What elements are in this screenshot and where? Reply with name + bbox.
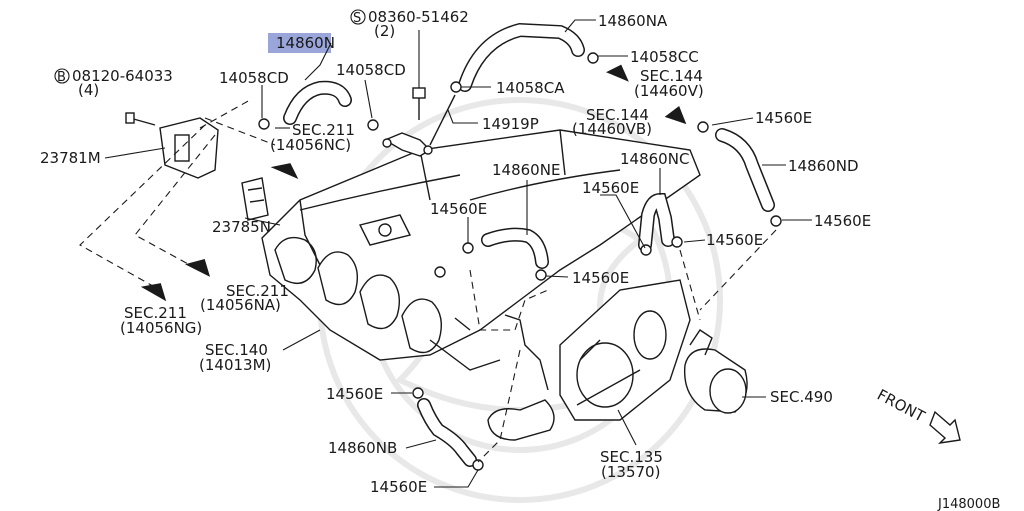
label-sec135: SEC.135 <box>600 448 663 466</box>
label-sec211-ng: SEC.211 <box>124 304 187 322</box>
label-sec144-top: SEC.144 <box>640 67 703 85</box>
hose-14860NE <box>481 227 549 269</box>
front-arrow <box>929 410 961 445</box>
bracket-14919P <box>382 94 456 157</box>
bolt-s-icon <box>350 9 366 25</box>
label-14560E-top-right: 14560E <box>755 109 812 127</box>
label-14860ND: 14860ND <box>788 157 859 175</box>
label-14560E-center-1: 14560E <box>582 179 639 197</box>
label-14058CA: 14058CA <box>496 79 565 97</box>
label-23781M: 23781M <box>40 149 101 167</box>
label-sec211-na: SEC.211 <box>226 282 289 300</box>
label-sec211-na-sub: (14056NA) <box>200 296 281 314</box>
label-sec211-ng-sub: (14056NG) <box>120 319 202 337</box>
intake-manifold <box>261 129 701 371</box>
hose-14860N <box>283 80 352 125</box>
label-14560E-center-3: 14560E <box>572 269 629 287</box>
label-23785N: 23785N <box>212 218 271 236</box>
highlight-box <box>268 33 331 53</box>
gasket-23785N <box>241 177 269 221</box>
label-14058CC: 14058CC <box>630 48 699 66</box>
label-sec140: SEC.140 <box>205 341 268 359</box>
diagram-code: J148000B <box>937 497 1000 511</box>
label-14560E-center-2: 14560E <box>430 200 487 218</box>
label-sec135-sub: (13570) <box>601 463 660 481</box>
label-sec211-nc-sub: (14056NC) <box>270 136 351 154</box>
label-sec140-sub: (14013M) <box>199 356 271 374</box>
label-14860NA: 14860NA <box>598 12 668 30</box>
label-14560E-right-2: 14560E <box>706 231 763 249</box>
evap-canister <box>683 329 748 414</box>
label-14560E-bottom-left: 14560E <box>326 385 383 403</box>
label-14860NB: 14860NB <box>328 439 397 457</box>
hose-14860ND <box>715 128 775 212</box>
label-front: FRONT <box>874 386 928 426</box>
label-14860N: 14860N <box>276 34 335 52</box>
label-bolt-s-symbol: S <box>353 11 361 26</box>
label-sec144-top-sub: (14460V) <box>634 82 704 100</box>
label-bolt-s-qty: (2) <box>374 22 395 40</box>
bolt-b-icon <box>54 68 70 84</box>
label-14058CD-right: 14058CD <box>336 61 406 79</box>
hose-14860NA <box>458 22 585 92</box>
label-08360-51462: 08360-51462 <box>368 8 469 26</box>
label-08120-64033: 08120-64033 <box>72 67 173 85</box>
label-sec144-mid: SEC.144 <box>586 106 649 124</box>
label-bolt-b-qty: (4) <box>78 81 99 99</box>
hose-14860NC <box>638 192 675 252</box>
label-14919P: 14919P <box>482 115 539 133</box>
label-14860NC: 14860NC <box>620 150 689 168</box>
label-sec144-mid-sub: (14460VB) <box>572 120 652 138</box>
arrows <box>140 64 687 302</box>
label-sec490: SEC.490 <box>770 388 833 406</box>
label-sec211-nc: SEC.211 <box>292 121 355 139</box>
label-14860NE: 14860NE <box>492 161 560 179</box>
leader-lines <box>104 19 812 488</box>
bolt-08360 <box>412 87 426 120</box>
label-14058CD-left: 14058CD <box>219 69 289 87</box>
valve-23781M <box>125 112 219 179</box>
air-chamber <box>487 314 555 441</box>
label-14560E-bottom: 14560E <box>370 478 427 496</box>
label-14560E-right-1: 14560E <box>814 212 871 230</box>
label-bolt-b-symbol: B <box>57 70 66 85</box>
throttle-body <box>559 279 691 421</box>
dashed-routes <box>79 99 777 463</box>
hose-14860NB <box>417 398 477 467</box>
